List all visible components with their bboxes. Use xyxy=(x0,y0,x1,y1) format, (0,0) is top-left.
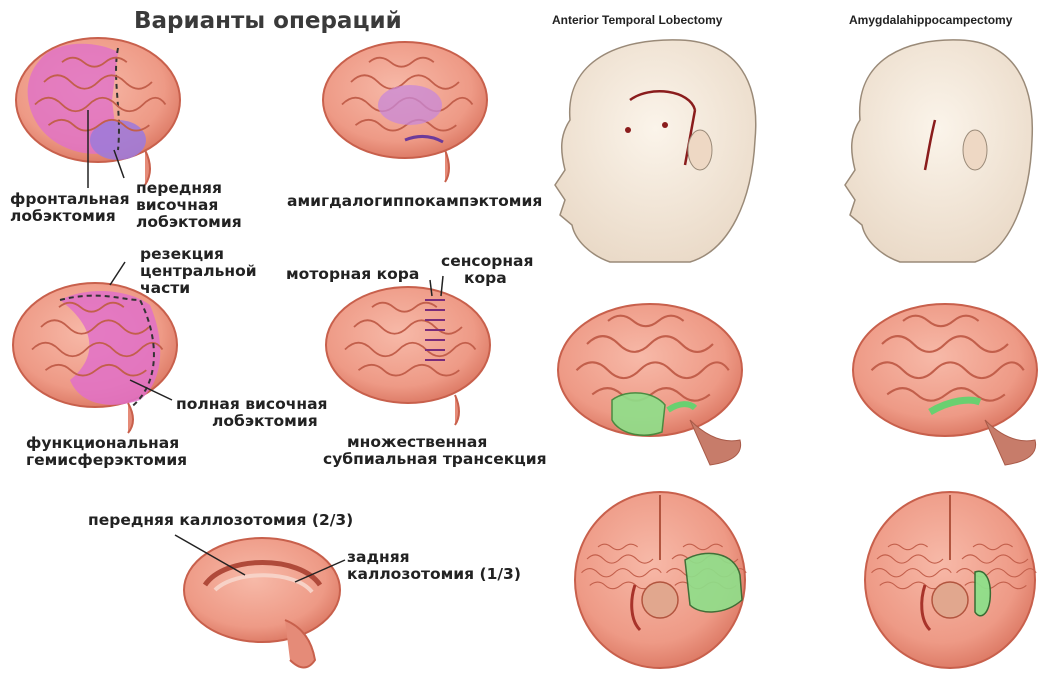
head-anterior xyxy=(555,40,756,262)
figure-title: Варианты операций xyxy=(134,8,402,34)
label-motor-cortex: моторная кора xyxy=(286,266,419,283)
label-full-temporal-lobectomy: полная височнаялобэктомия xyxy=(176,396,328,430)
column-title-anterior: Anterior Temporal Lobectomy xyxy=(552,13,722,27)
label-frontal-lobectomy: фронтальнаялобэктомия xyxy=(10,191,130,225)
label-anterior-temporal-lobectomy: передняявисочнаялобэктомия xyxy=(136,180,242,231)
label-hemispherectomy: функциональнаягемисферэктомия xyxy=(26,435,187,469)
head-amygdala xyxy=(845,40,1032,262)
column-title-amygdala: Amygdalahippocampectomy xyxy=(849,13,1012,27)
brain-callosotomy xyxy=(175,535,345,668)
label-sensory-cortex: сенсорнаякора xyxy=(441,253,533,287)
label-amygdalohippocampectomy: амигдалогиппокампэктомия xyxy=(287,193,542,210)
inferior-brain-anterior xyxy=(575,492,746,668)
label-anterior-callosotomy: передняя каллозотомия (2/3) xyxy=(88,512,353,529)
label-multiple-subpial-transection: множественнаясубпиальная трансекция xyxy=(323,434,547,468)
inferior-brain-amygdala xyxy=(865,492,1036,668)
brain-frontal-lobectomy xyxy=(16,38,180,188)
lateral-brain-anterior xyxy=(558,304,742,465)
brain-amygdalohippocampectomy xyxy=(323,42,487,182)
label-central-resection: резекцияцентральнойчасти xyxy=(140,246,257,297)
label-posterior-callosotomy: задняякаллозотомия (1/3) xyxy=(347,549,521,583)
lateral-brain-amygdala xyxy=(853,304,1037,465)
brain-subpial-transection xyxy=(326,276,490,425)
